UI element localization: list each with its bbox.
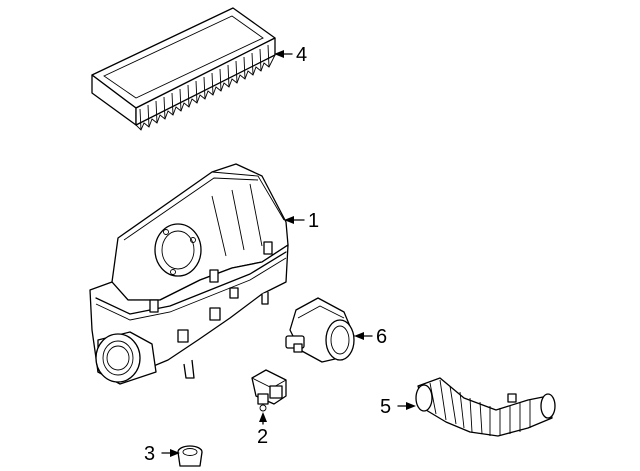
leader-line-5	[397, 402, 416, 410]
callout-2: 2	[257, 426, 268, 448]
grommet[interactable]	[177, 445, 203, 467]
callout-1: 1	[308, 210, 319, 232]
leader-line-3	[161, 449, 180, 457]
air-filter-element[interactable]	[91, 7, 276, 131]
mass-air-flow-sensor[interactable]	[285, 297, 355, 363]
leader-line-4	[274, 50, 293, 58]
intake-hose[interactable]	[415, 377, 556, 437]
air-cleaner-housing[interactable]	[89, 163, 289, 385]
sensor-part[interactable]	[251, 369, 287, 412]
callout-3: 3	[144, 443, 155, 465]
leader-line-1	[284, 216, 305, 224]
leader-line-6	[354, 332, 373, 340]
callout-5: 5	[380, 396, 391, 418]
callout-4: 4	[296, 44, 307, 66]
callout-6: 6	[376, 326, 387, 348]
hose-ribs	[429, 379, 531, 436]
filter-pleats	[135, 44, 276, 131]
leader-line-2	[259, 412, 267, 425]
